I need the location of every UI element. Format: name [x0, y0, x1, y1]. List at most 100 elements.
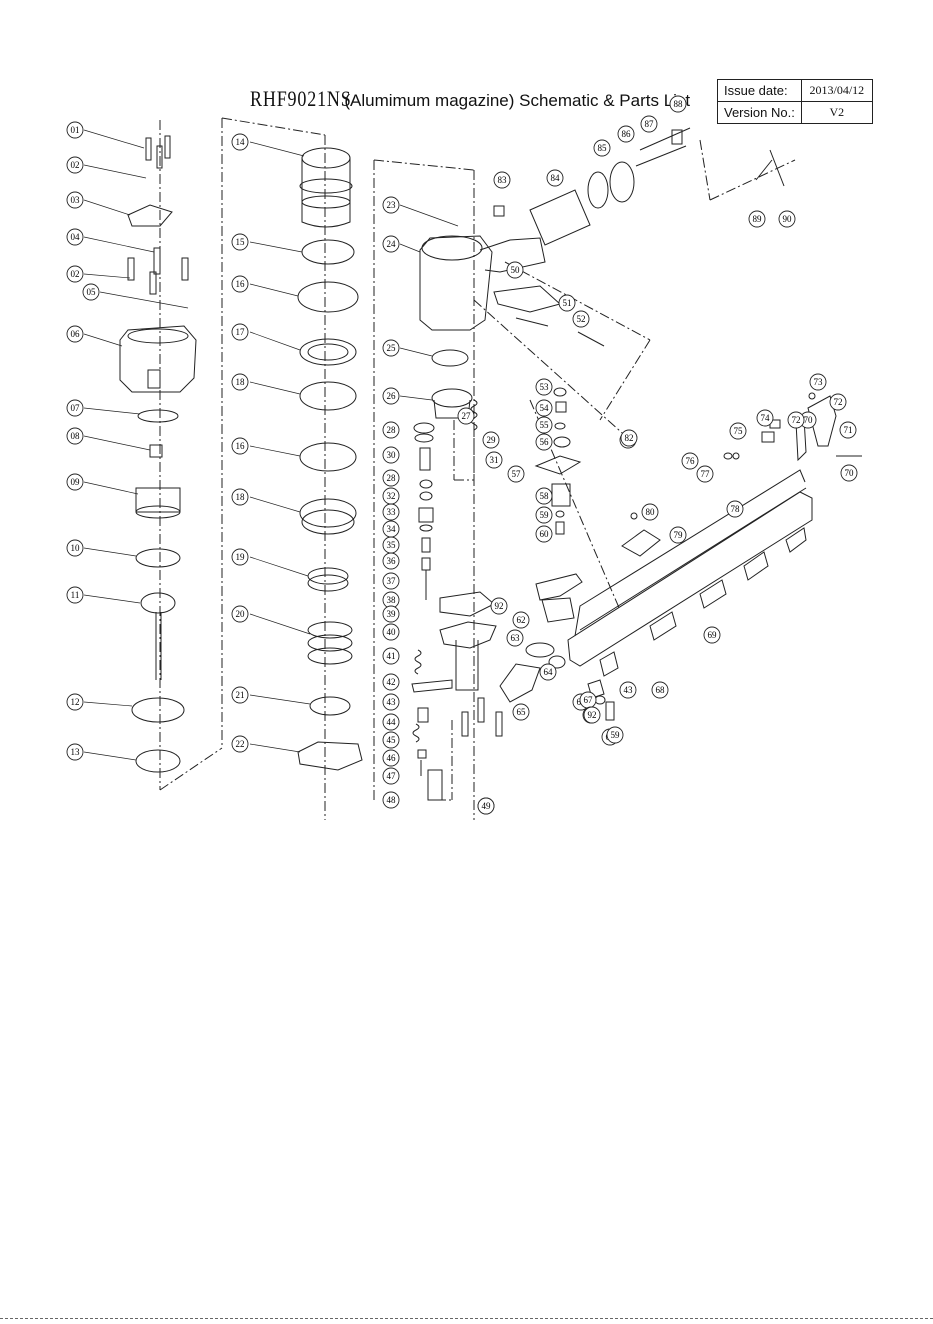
callout-65: 65 — [512, 703, 530, 721]
callout-36: 36 — [382, 552, 400, 570]
page-edge-line — [0, 1318, 933, 1319]
issue-info-table: Issue date: 2013/04/12 Version No.: V2 — [717, 79, 873, 124]
callout-label: 14 — [236, 137, 246, 147]
callout-label: 68 — [656, 685, 666, 695]
callout-15: 15 — [231, 233, 249, 251]
callout-label: 02 — [71, 160, 80, 170]
callout-57: 57 — [507, 465, 525, 483]
callout-75: 75 — [729, 422, 747, 440]
callout-72: 72 — [829, 393, 847, 411]
callout-label: 49 — [482, 801, 492, 811]
callout-label: 06 — [71, 329, 81, 339]
callout-label: 18 — [236, 492, 246, 502]
callout-label: 03 — [71, 195, 81, 205]
callout-28: 28 — [382, 421, 400, 439]
callout-label: 75 — [734, 426, 744, 436]
callout-12: 12 — [66, 693, 84, 711]
callout-label: 32 — [387, 491, 396, 501]
callout-64: 64 — [539, 663, 557, 681]
document-title: RHF9021NS (Alumimum magazine) Schematic … — [250, 86, 690, 112]
callout-05: 05 — [82, 283, 100, 301]
callout-label: 88 — [674, 99, 684, 109]
callout-label: 16 — [236, 441, 246, 451]
callout-83: 83 — [493, 171, 511, 189]
callout-85: 85 — [593, 139, 611, 157]
callout-74: 74 — [756, 409, 774, 427]
callout-59: 59 — [535, 506, 553, 524]
callout-41: 41 — [382, 647, 400, 665]
callout-68: 68 — [651, 681, 669, 699]
callout-label: 71 — [844, 425, 853, 435]
callout-70: 70 — [799, 411, 817, 429]
version-value: V2 — [800, 101, 873, 124]
callout-92: 92 — [490, 597, 508, 615]
callout-label: 57 — [512, 469, 522, 479]
callout-label: 01 — [71, 125, 80, 135]
left-column-parts — [119, 135, 197, 773]
callout-label: 53 — [540, 382, 550, 392]
callout-09: 09 — [66, 473, 84, 491]
callout-label: 64 — [544, 667, 554, 677]
callout-01: 01 — [66, 121, 84, 139]
callout-label: 16 — [236, 279, 246, 289]
callout-label: 65 — [517, 707, 527, 717]
cylinder-column-parts — [297, 147, 363, 771]
callout-label: 12 — [71, 697, 80, 707]
callout-56: 56 — [535, 433, 553, 451]
callout-label: 21 — [236, 690, 245, 700]
callout-27: 27 — [457, 407, 475, 425]
callout-label: 70 — [804, 415, 814, 425]
callout-label: 09 — [71, 477, 81, 487]
callout-47: 47 — [382, 767, 400, 785]
callout-89: 89 — [748, 210, 766, 228]
callout-77: 77 — [696, 465, 714, 483]
callout-26: 26 — [382, 387, 400, 405]
callout-leader-lines — [83, 129, 459, 761]
callout-label: 47 — [387, 771, 397, 781]
callout-63: 63 — [506, 629, 524, 647]
callout-label: 55 — [540, 420, 550, 430]
callout-label: 42 — [387, 677, 396, 687]
callout-label: 36 — [387, 556, 397, 566]
callout-label: 43 — [387, 697, 397, 707]
callout-label: 20 — [236, 609, 246, 619]
callout-62: 62 — [512, 611, 530, 629]
callout-53: 53 — [535, 378, 553, 396]
callout-76: 76 — [681, 452, 699, 470]
callout-71: 71 — [839, 421, 857, 439]
callout-51: 51 — [558, 294, 576, 312]
callout-label: 35 — [387, 540, 397, 550]
callout-label: 74 — [761, 413, 771, 423]
callout-label: 72 — [834, 397, 843, 407]
callout-60: 60 — [535, 525, 553, 543]
callout-84: 84 — [546, 169, 564, 187]
callout-label: 28 — [387, 425, 397, 435]
callout-label: 15 — [236, 237, 246, 247]
callout-52: 52 — [572, 310, 590, 328]
part-number-callouts: 0102030402050607080910111213141516171816… — [66, 95, 858, 815]
magazine-and-trigger-parts — [493, 127, 862, 721]
callout-label: 87 — [645, 119, 655, 129]
callout-label: 41 — [387, 651, 396, 661]
body-housing-parts — [411, 161, 635, 801]
callout-10: 10 — [66, 539, 84, 557]
callout-label: 48 — [387, 795, 397, 805]
callout-label: 77 — [701, 469, 711, 479]
callout-label: 58 — [540, 491, 550, 501]
callout-82: 82 — [620, 429, 638, 447]
callout-label: 10 — [71, 543, 81, 553]
callout-label: 73 — [814, 377, 824, 387]
callout-label: 27 — [462, 411, 472, 421]
callout-label: 08 — [71, 431, 81, 441]
callout-label: 43 — [624, 685, 634, 695]
callout-79: 79 — [669, 526, 687, 544]
callout-45: 45 — [382, 731, 400, 749]
callout-label: 67 — [584, 695, 594, 705]
callout-label: 62 — [517, 615, 526, 625]
callout-49: 49 — [477, 797, 495, 815]
callout-03: 03 — [66, 191, 84, 209]
callout-69: 69 — [703, 626, 721, 644]
callout-label: 31 — [490, 455, 499, 465]
callout-label: 34 — [387, 524, 397, 534]
callout-48: 48 — [382, 791, 400, 809]
